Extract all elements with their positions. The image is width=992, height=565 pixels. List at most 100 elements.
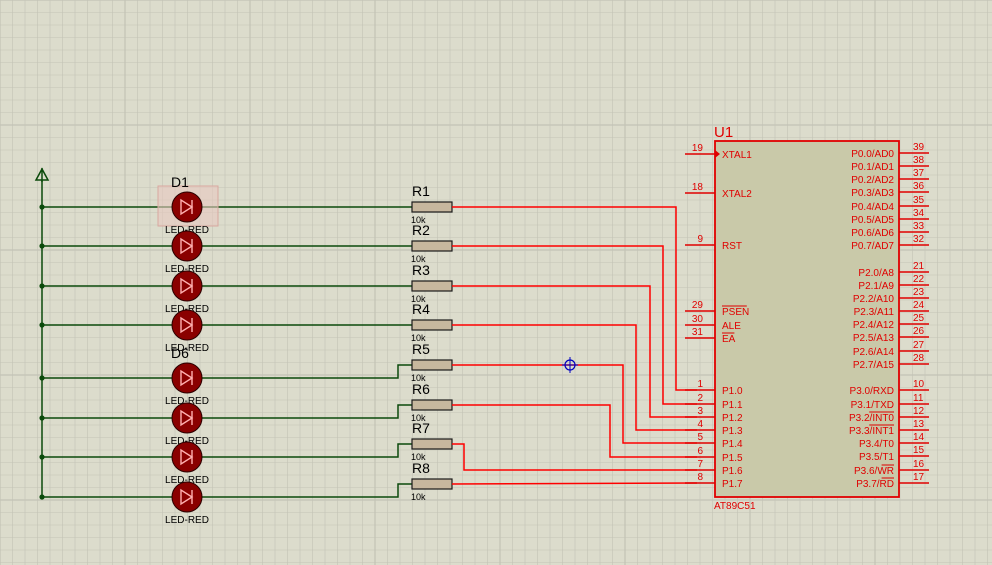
pin-number: 39 <box>913 142 925 153</box>
pin-name: P1.4 <box>722 439 743 450</box>
red-wires <box>451 206 698 485</box>
led-part-label: LED-RED <box>165 515 209 526</box>
chip-pin-left[interactable]: 7P1.6 <box>685 459 743 477</box>
pin-number: 35 <box>913 195 925 206</box>
chip-pin-left[interactable]: 4P1.3 <box>685 419 743 437</box>
junction-dot <box>39 243 45 249</box>
led-part-label: LED-RED <box>165 343 209 354</box>
junction-dot <box>39 283 45 289</box>
pin-name: P1.0 <box>722 386 743 397</box>
clock-marker <box>715 150 720 158</box>
chip-pin-left[interactable]: 6P1.5 <box>685 446 743 464</box>
pin-name: EA <box>722 334 736 345</box>
diode-icon <box>180 237 194 255</box>
pin-name: P3.6/WR <box>854 466 894 477</box>
pin-number: 37 <box>913 168 925 179</box>
led-ref-label: D6 <box>171 345 189 361</box>
junction-dot <box>39 375 45 381</box>
chip-at89c51[interactable]: U1AT89C5119XTAL118XTAL29RST29PSEN30ALE31… <box>685 124 929 512</box>
chip-ref-label: U1 <box>714 124 733 141</box>
pin-number: 15 <box>913 445 925 456</box>
pin-name: P0.5/AD5 <box>851 215 894 226</box>
signal-wire <box>452 285 697 418</box>
pin-number: 12 <box>913 406 925 417</box>
pin-number: 14 <box>913 432 925 443</box>
led-8[interactable]: LED-RED <box>165 481 209 526</box>
pin-number: 28 <box>913 353 925 364</box>
pin-number: 17 <box>913 472 925 483</box>
pin-name: P2.3/A11 <box>854 307 895 318</box>
led-3[interactable]: LED-RED <box>165 270 209 315</box>
resistor-ref-label: R8 <box>412 460 430 476</box>
diode-icon <box>180 369 194 387</box>
signal-wire <box>452 443 697 471</box>
resistor-ref-label: R4 <box>412 301 430 317</box>
led-body <box>171 362 203 394</box>
pin-name: P0.1/AD1 <box>851 162 894 173</box>
led-4[interactable]: LED-RED <box>165 309 209 354</box>
resistor-body <box>411 319 453 331</box>
led-body <box>171 481 203 513</box>
pin-name: P1.7 <box>722 479 743 490</box>
chip-pin-left[interactable]: 1P1.0 <box>685 379 743 397</box>
signal-wire <box>452 364 697 444</box>
chip-pin-left[interactable]: 2P1.1 <box>685 393 743 411</box>
pin-number: 23 <box>913 287 925 298</box>
pin-name: XTAL2 <box>722 189 752 200</box>
pin-name: P0.3/AD3 <box>851 188 894 199</box>
pin-number: 1 <box>697 379 703 390</box>
led-wire <box>42 483 412 498</box>
resistor-ref-label: R6 <box>412 381 430 397</box>
pin-number: 8 <box>697 472 703 483</box>
pin-number: 13 <box>913 419 925 430</box>
led-2[interactable]: LED-RED <box>165 230 209 275</box>
chip-pin-left[interactable]: 8P1.7 <box>685 472 743 490</box>
led-body <box>171 402 203 434</box>
led-1[interactable]: LED-REDD1 <box>165 174 209 236</box>
chip-pin-left[interactable]: 5P1.4 <box>685 432 743 450</box>
chip-pin-left[interactable]: 3P1.2 <box>685 406 743 424</box>
led-7[interactable]: LED-RED <box>165 441 209 486</box>
pin-number: 10 <box>913 379 925 390</box>
